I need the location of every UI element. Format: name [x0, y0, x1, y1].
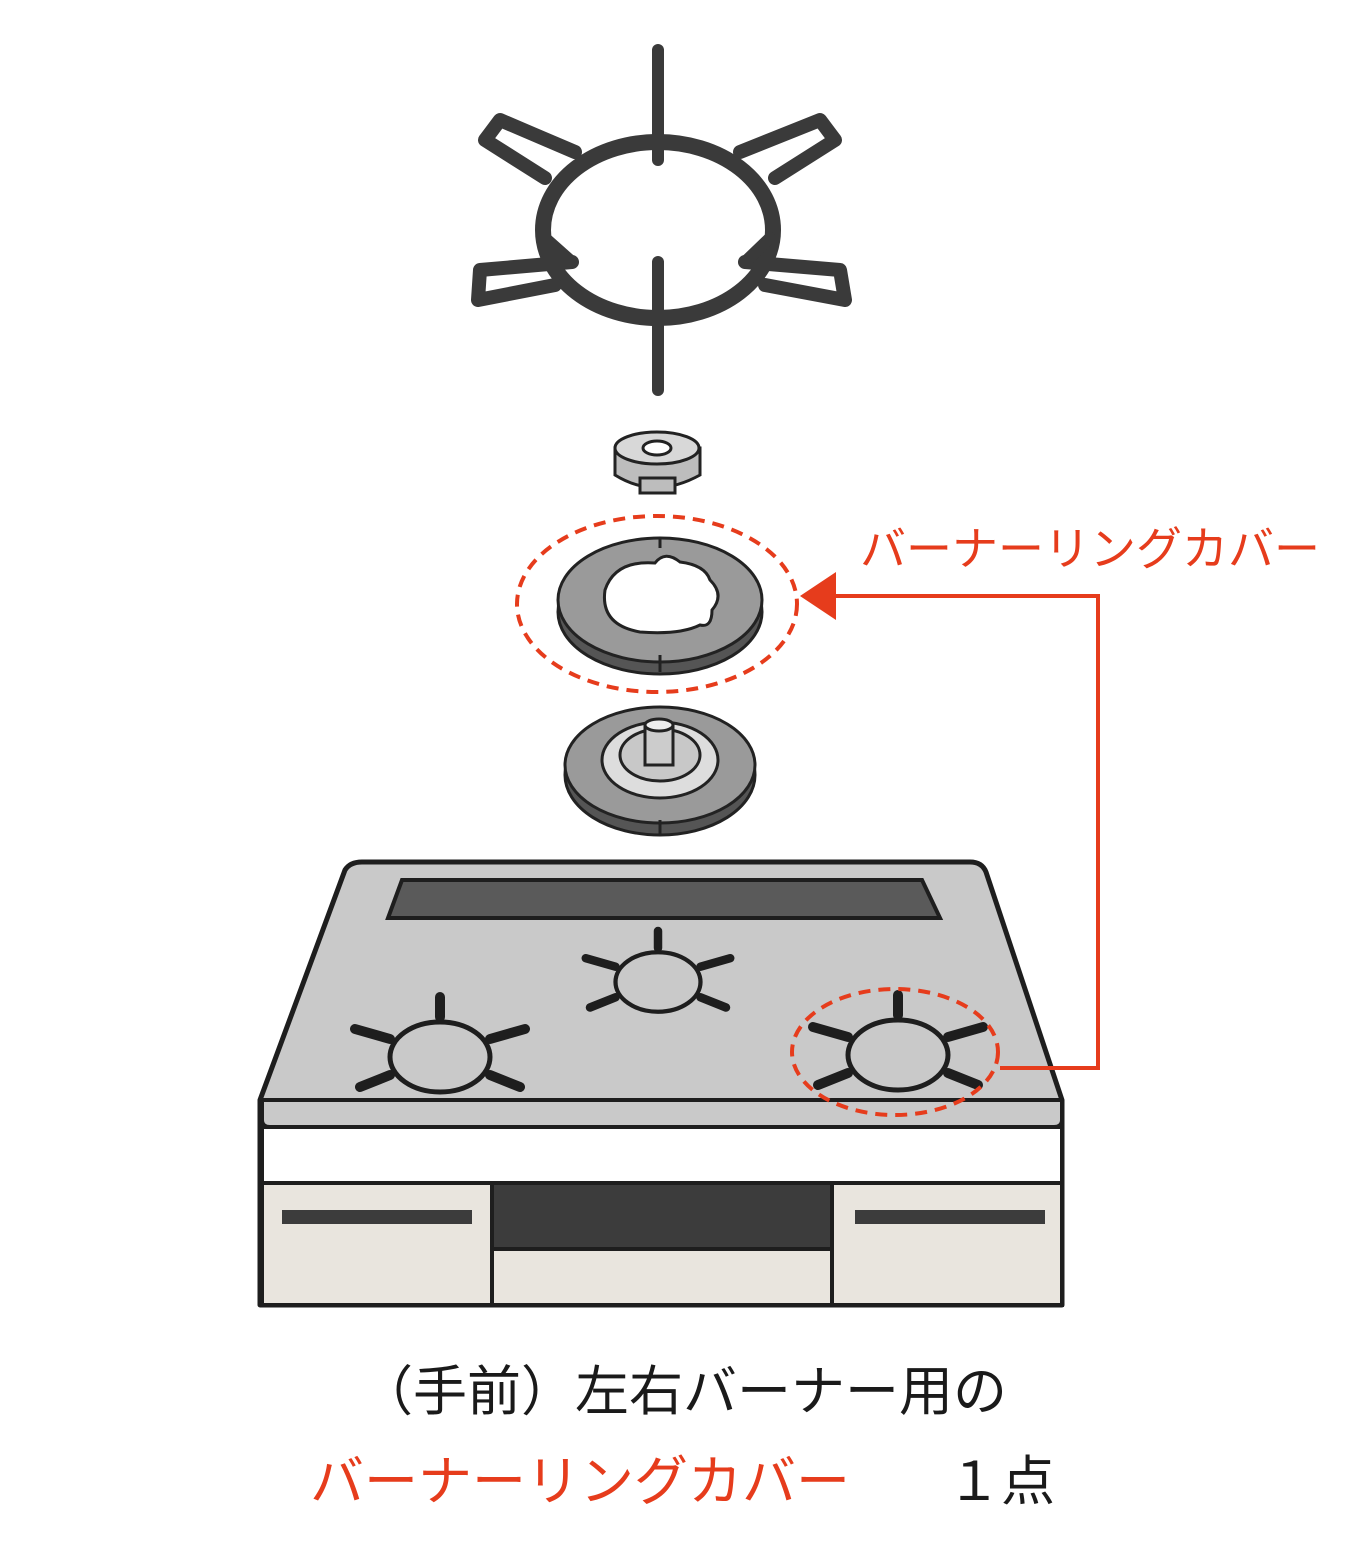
gas-stove [257, 859, 1065, 1308]
grill-vent [385, 878, 944, 920]
caption-line-1: （手前）左右バーナー用の [359, 1360, 1007, 1423]
burner-body [563, 705, 757, 837]
grill-door [490, 1181, 834, 1251]
caption-count: １点 [947, 1450, 1055, 1513]
trivet [471, 44, 852, 396]
callout-label: バーナーリングカバー [860, 522, 1320, 576]
highlight-dashed-circle [515, 514, 799, 694]
burner-cap [613, 430, 702, 495]
grill-drawer [490, 1247, 834, 1307]
left-panel [260, 1181, 494, 1307]
arrow-head-icon [800, 572, 836, 620]
right-burner-highlight [790, 987, 1000, 1117]
right-panel [830, 1181, 1064, 1307]
burner-ring-cover [515, 514, 799, 694]
caption-highlight: バーナーリングカバー [310, 1450, 850, 1513]
callout-arrow [800, 572, 1100, 1070]
